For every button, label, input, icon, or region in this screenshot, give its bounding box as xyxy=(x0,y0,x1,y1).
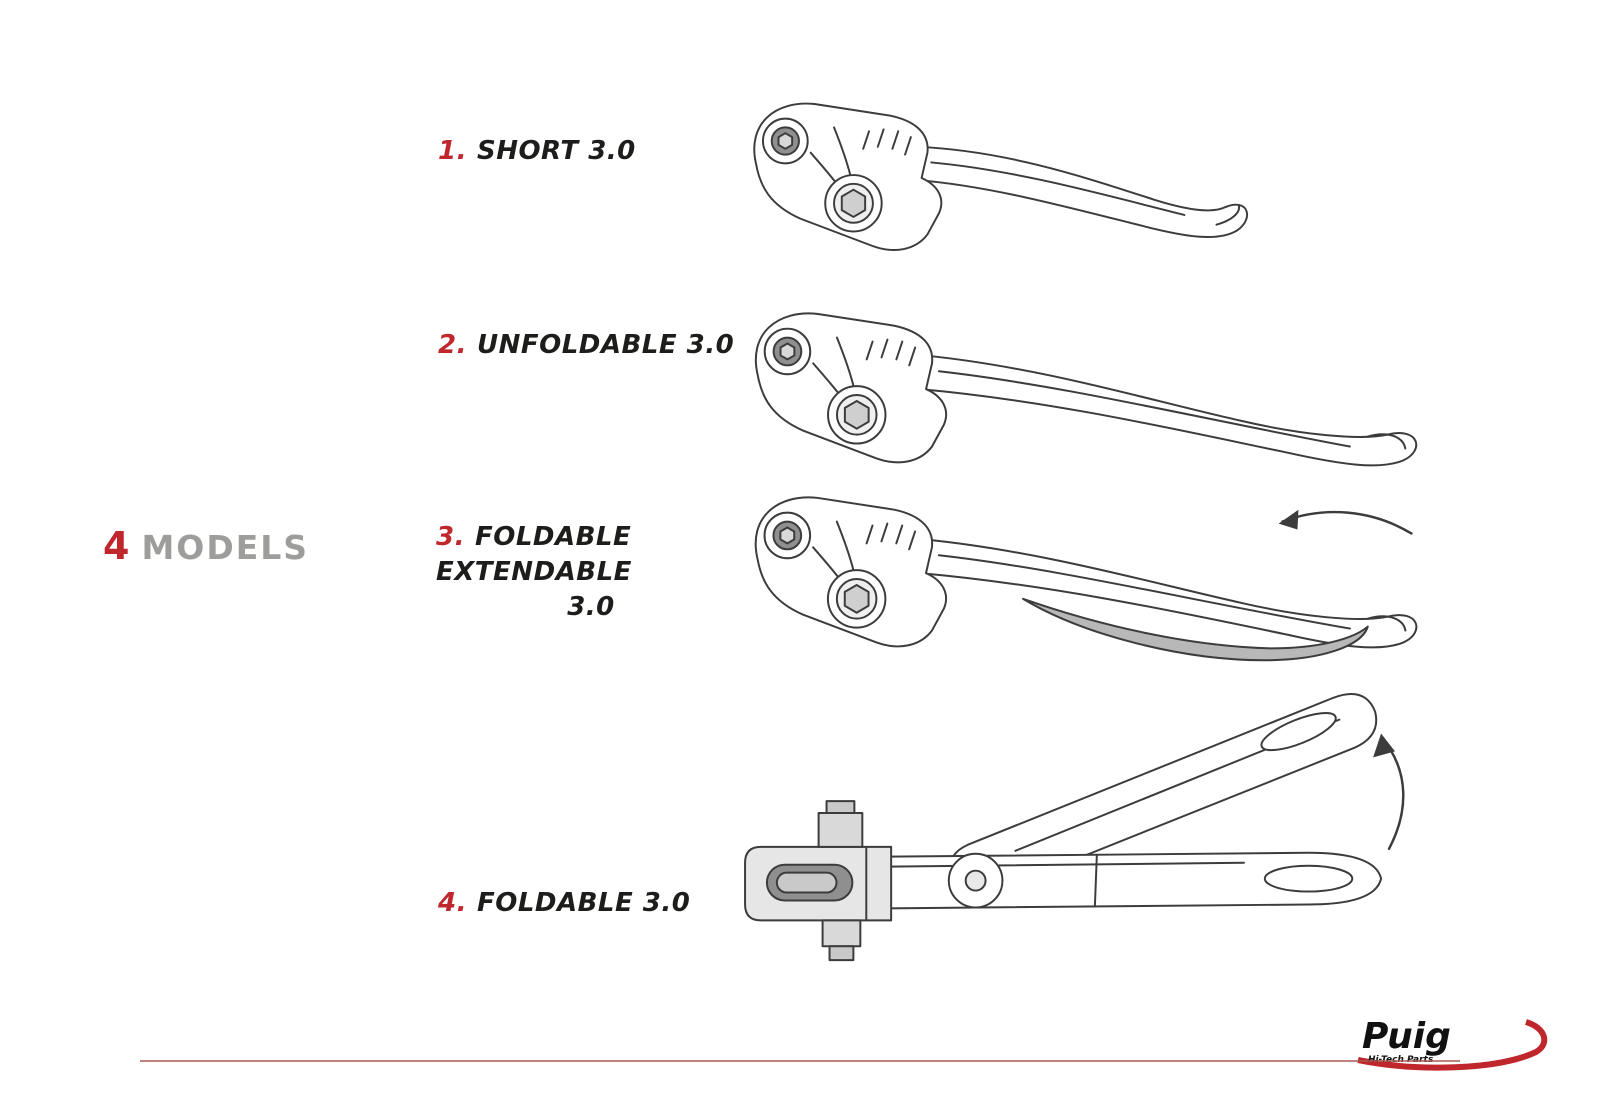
label-unfoldable-number: 2. xyxy=(438,330,467,360)
vent-slot xyxy=(865,340,874,361)
unfoldable-lever-illustration xyxy=(755,312,1418,467)
foldable-lever-sketch xyxy=(744,693,1405,962)
vent-slot xyxy=(880,338,889,359)
short-lever-sketch xyxy=(753,102,1248,251)
blade-tip-line xyxy=(1366,615,1407,632)
foldable-extendable-lever-illustration xyxy=(754,496,1418,662)
unfoldable-lever-sketch xyxy=(755,312,1418,467)
label-unfoldable: 2. UNFOLDABLE 3.0 xyxy=(438,330,734,360)
clevis-bolt-head xyxy=(817,812,864,848)
lever-blade xyxy=(914,145,1248,238)
vent-slot xyxy=(895,524,904,545)
label-foldable-extendable-text: FOLDABLE EXTENDABLE xyxy=(436,522,632,588)
footer-divider xyxy=(140,1060,1460,1062)
arm-slot xyxy=(1260,712,1337,752)
foldable-extendable-lever-sketch xyxy=(754,496,1418,662)
bar-segment-line xyxy=(1093,853,1098,908)
models-count: 4 xyxy=(103,524,130,568)
puig-logo: Puig Hi-Tech Parts xyxy=(1357,1016,1548,1071)
clevis-nut xyxy=(821,919,862,948)
models-heading: 4 MODELS xyxy=(103,524,309,568)
blade-edge-line xyxy=(937,370,1351,448)
label-foldable-extendable: 3.FOLDABLE EXTENDABLE 3.0 xyxy=(436,520,736,625)
vent-slot xyxy=(908,530,917,551)
vent-slot xyxy=(865,524,874,545)
vent-slot xyxy=(862,130,871,150)
vent-slot xyxy=(891,130,900,150)
vent-slot xyxy=(876,128,885,148)
vent-slot xyxy=(908,346,917,367)
label-short-number: 1. xyxy=(438,136,467,166)
label-foldable: 4. FOLDABLE 3.0 xyxy=(438,888,690,918)
bar-slot xyxy=(1263,864,1354,893)
logo-swoosh xyxy=(1357,1019,1548,1071)
label-short-text: SHORT 3.0 xyxy=(476,136,636,166)
foldable-lever-illustration xyxy=(744,693,1405,962)
vent-slot xyxy=(904,136,912,156)
body-detail-line2 xyxy=(835,336,855,389)
vent-slot xyxy=(880,522,889,543)
label-foldable-extendable-text-line2: 3.0 xyxy=(567,592,615,623)
body-detail-line2 xyxy=(835,520,855,573)
vent-slot xyxy=(895,340,904,361)
blade-edge-line xyxy=(930,161,1186,216)
bar-edge-line xyxy=(885,861,1245,868)
label-unfoldable-text: UNFOLDABLE 3.0 xyxy=(476,330,735,360)
blade-tip-line xyxy=(1215,204,1241,226)
fold-arrow-icon xyxy=(1381,738,1405,851)
blade-tip-line xyxy=(1366,433,1407,450)
blade-edge-line xyxy=(937,554,1351,630)
body-detail-line2 xyxy=(833,126,852,178)
main-bar xyxy=(875,851,1383,910)
extend-arrow-icon xyxy=(1281,510,1413,535)
label-foldable-extendable-number: 3. xyxy=(436,522,465,552)
label-foldable-number: 4. xyxy=(438,888,467,918)
models-label: MODELS xyxy=(141,528,310,567)
short-lever-illustration xyxy=(753,102,1248,251)
logo-brand-text: Puig xyxy=(1362,1016,1451,1057)
label-short: 1. SHORT 3.0 xyxy=(438,136,636,166)
extender-piece xyxy=(1022,597,1369,662)
label-foldable-text: FOLDABLE 3.0 xyxy=(476,888,691,918)
